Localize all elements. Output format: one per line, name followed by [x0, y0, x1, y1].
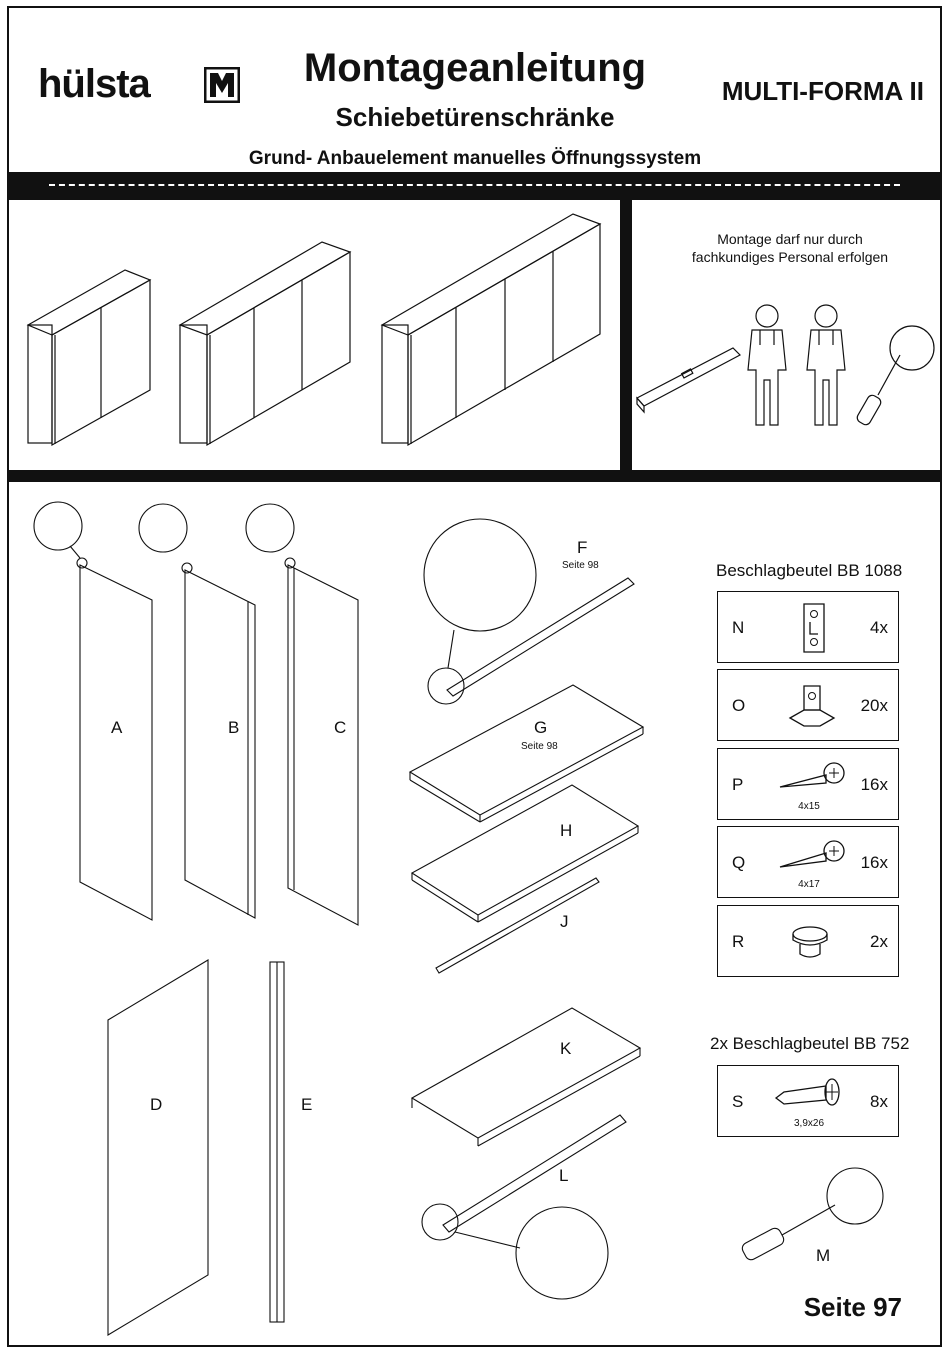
hardware-box-r: R 2x [717, 905, 899, 977]
page-title: Montageanleitung [303, 46, 647, 90]
screw-icon [774, 1078, 840, 1106]
section-divider-top [9, 172, 940, 200]
hardware-code: O [732, 696, 746, 715]
part-label-j: J [560, 912, 569, 931]
part-ref-g: Seite 98 [521, 741, 558, 752]
brand-logo: hülsta [38, 62, 151, 106]
hardware-qty: 16x [860, 775, 888, 794]
hardware-qty: 4x [870, 618, 888, 637]
cap-icon [792, 926, 828, 958]
element-description: Grund- Anbauelement manuelles Öffnungssy… [248, 148, 702, 169]
hardware-size: 4x15 [798, 801, 820, 812]
shelf-support-icon [788, 685, 836, 727]
screw-icon [779, 762, 845, 788]
hardware-qty: 20x [860, 696, 888, 715]
part-label-e: E [301, 1095, 313, 1114]
worker-icon [747, 304, 787, 426]
hardware-size: 4x17 [798, 879, 820, 890]
assembly-notice: Montage darf nur durch fachkundiges Pers… [640, 230, 940, 266]
part-label-h: H [560, 821, 573, 840]
notice-line-1: Montage darf nur durch [717, 231, 863, 247]
part-label-f: F [577, 538, 588, 557]
spirit-level-icon [636, 347, 741, 414]
hardware-box-s: S 8x 3,9x26 [717, 1065, 899, 1137]
hardware-qty: 8x [870, 1092, 888, 1111]
bracket-icon [803, 603, 825, 653]
part-label-m: M [816, 1246, 831, 1265]
hardware-box-q: Q 16x 4x17 [717, 826, 899, 898]
hulsta-logo-mark [204, 67, 240, 103]
hardware-code: R [732, 932, 745, 951]
bag2-heading: 2x Beschlagbeutel BB 752 [710, 1034, 910, 1053]
hardware-qty: 2x [870, 932, 888, 951]
hardware-box-p: P 16x 4x15 [717, 748, 899, 820]
page-frame [7, 6, 942, 1347]
hardware-size: 3,9x26 [793, 1118, 825, 1129]
hardware-code: Q [732, 853, 746, 872]
part-label-d: D [150, 1095, 163, 1114]
page-subtitle: Schiebetürenschränke [335, 102, 615, 132]
screw-icon [779, 840, 845, 868]
screwdriver-icon [856, 325, 935, 426]
part-label-k: K [560, 1039, 572, 1058]
notice-line-2: fachkundiges Personal erfolgen [691, 249, 889, 265]
product-name: MULTI-FORMA II [721, 76, 924, 106]
hardware-qty: 16x [860, 853, 888, 872]
part-label-a: A [111, 718, 123, 737]
bag1-heading: Beschlagbeutel BB 1088 [716, 561, 903, 580]
worker-icon [806, 304, 846, 426]
part-label-b: B [228, 718, 240, 737]
hardware-code: S [732, 1092, 744, 1111]
section-divider-middle [9, 470, 940, 482]
hardware-code: N [732, 618, 745, 637]
part-label-g: G [534, 718, 548, 737]
section-divider-vertical [620, 200, 632, 472]
part-label-c: C [334, 718, 347, 737]
hardware-code: P [732, 775, 744, 794]
part-ref-f: Seite 98 [562, 560, 599, 571]
hardware-box-o: O 20x [717, 669, 899, 741]
page-number: Seite 97 [803, 1292, 902, 1322]
part-label-l: L [559, 1166, 569, 1185]
hardware-box-n: N 4x [717, 591, 899, 663]
